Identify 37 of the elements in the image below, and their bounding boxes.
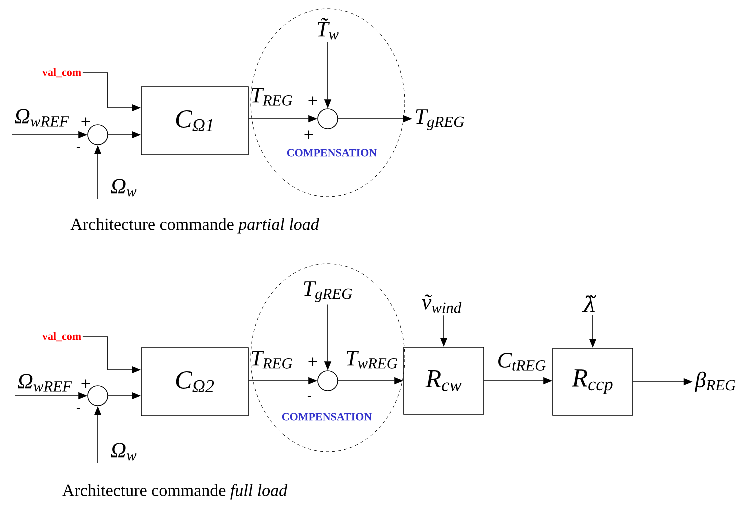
transfer-block: R$_{cw}$	[404, 347, 484, 415]
caption: Architecture commande partial load	[70, 218, 320, 234]
signal-label: T̃$_{w}$	[318, 18, 339, 40]
signal-label: Ω$_{wREF}$	[18, 374, 72, 392]
sign-label: -	[308, 396, 312, 398]
summing-junction	[318, 370, 338, 392]
signal-label: λ̃	[582, 295, 596, 313]
signal-label: β$_{REG}$	[694, 372, 736, 392]
caption: Architecture commande full load	[62, 484, 288, 500]
sign-label: -	[76, 147, 80, 148]
sign-label: +	[304, 130, 314, 140]
signal-label: T$_{gREG}$	[416, 110, 464, 130]
compensation-ellipse	[250, 8, 406, 198]
summing-junction	[318, 108, 338, 130]
edge-label: T$_{REG}$	[252, 88, 292, 106]
sign-label: +	[308, 358, 318, 366]
signal-label: ṽ$_{wind}$	[422, 294, 462, 314]
edge-label: T$_{wREG}$	[346, 351, 398, 369]
signal-label: T$_{gREG}$	[304, 282, 352, 302]
edge-label: C$_{tREG}$	[498, 353, 546, 371]
transfer-block: C$_{Ω1}$	[141, 86, 249, 156]
edge-label: T$_{REG}$	[252, 351, 292, 369]
signal-label: Ω$_{w}$	[111, 179, 137, 197]
sign-label: +	[308, 96, 318, 106]
transfer-block: C$_{Ω2}$	[141, 348, 249, 416]
sign-label: +	[82, 118, 90, 126]
signal-label: Ω$_{wREF}$	[15, 109, 70, 127]
ellipse-label: COMPENSATION	[287, 149, 377, 157]
input-label: val_com	[42, 68, 82, 78]
signal-label: Ω$_{w}$	[111, 443, 137, 461]
compensation-ellipse	[250, 264, 406, 452]
input-label: val_com	[42, 332, 82, 342]
sign-label: +	[82, 380, 90, 388]
sign-label: -	[76, 408, 80, 410]
transfer-block: R$_{ccp}$	[552, 348, 634, 416]
ellipse-label: COMPENSATION	[282, 413, 372, 421]
summing-junction	[88, 124, 108, 146]
